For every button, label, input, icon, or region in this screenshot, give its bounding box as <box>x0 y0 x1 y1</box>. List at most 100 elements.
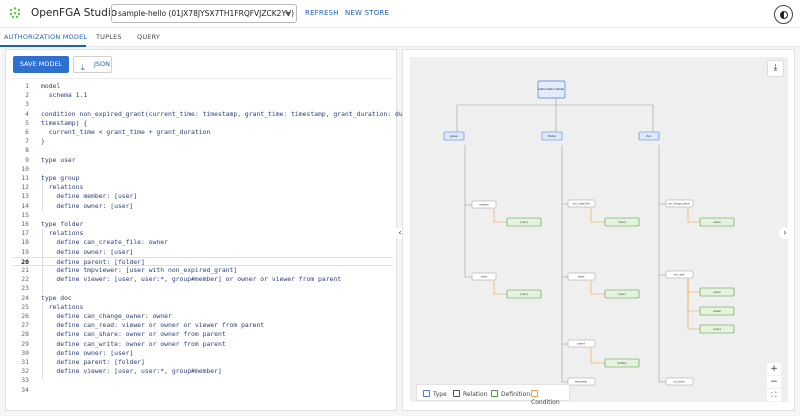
code-text: define owner: [user] <box>41 247 134 256</box>
download-graph-button[interactable]: ⤓ <box>767 60 784 77</box>
root-node[interactable] <box>537 80 566 99</box>
zoom-out-button[interactable]: − <box>767 376 781 388</box>
code-line[interactable]: 33 <box>13 376 393 385</box>
line-number: 7 <box>25 137 29 146</box>
line-number: 12 <box>21 183 29 192</box>
code-line[interactable]: 21 define tmpviewer: [user with non_expi… <box>13 266 393 275</box>
expand-graph-button[interactable]: › <box>779 227 791 239</box>
code-line[interactable]: 3 <box>13 100 393 109</box>
definition-node-label: viewer <box>713 310 721 313</box>
code-line[interactable]: 7} <box>13 137 393 146</box>
definition-node[interactable] <box>699 324 735 334</box>
line-number: 21 <box>21 266 29 274</box>
definition-node[interactable] <box>506 289 542 299</box>
fit-view-button[interactable]: ⛶ <box>767 389 781 401</box>
code-line[interactable]: 2 schema 1.1 <box>13 91 393 100</box>
relation-node-label: can_read <box>674 274 685 277</box>
chevron-left-icon: ‹ <box>398 228 402 237</box>
relation-node[interactable] <box>471 200 497 209</box>
chevron-down-icon <box>285 12 291 16</box>
relation-node[interactable] <box>665 199 694 208</box>
relation-node-label: parent <box>577 343 585 346</box>
theme-toggle-button[interactable] <box>774 5 793 24</box>
code-line[interactable]: 6 current_time < grant_time + grant_dura… <box>13 128 393 137</box>
store-select-value: sample-hello (01JX78JYSX7TH1FRQFVJZCK2YV… <box>118 9 295 18</box>
code-line[interactable]: 12 relations <box>13 183 393 192</box>
definition-node[interactable] <box>506 217 542 227</box>
code-line[interactable]: 26 define can_change_owner: owner <box>13 312 393 321</box>
code-text: type group <box>41 174 80 182</box>
code-line[interactable]: 18 define can_create_file: owner <box>13 238 393 247</box>
code-line[interactable]: 32 define viewer: [user, user:*, group#m… <box>13 367 393 376</box>
store-select[interactable]: sample-hello (01JX78JYSX7TH1FRQFVJZCK2YV… <box>111 4 297 23</box>
code-line[interactable]: 23 <box>13 284 393 293</box>
zoom-in-button[interactable]: + <box>767 363 781 375</box>
definition-node[interactable] <box>699 306 735 316</box>
tab-bar: AUTHORIZATION MODEL TUPLES QUERY <box>0 28 800 47</box>
code-line[interactable]: 34 <box>13 386 393 395</box>
new-store-button[interactable]: NEW STORE <box>345 9 390 17</box>
relation-node[interactable] <box>665 270 694 279</box>
definition-node[interactable] <box>699 217 735 227</box>
graph-svg: Authorization Model group folder doc <box>443 80 735 386</box>
code-line[interactable]: 27 define can_read: viewer or owner or v… <box>13 321 393 330</box>
code-text: define can_create_file: owner <box>41 238 168 247</box>
code-line[interactable]: 20 define parent: [folder] <box>13 256 393 266</box>
line-number: 3 <box>25 100 29 109</box>
relation-node[interactable] <box>471 272 497 281</box>
relation-node[interactable] <box>567 377 596 386</box>
code-line[interactable]: 11 type group <box>13 174 393 183</box>
definition-node[interactable] <box>604 358 640 368</box>
line-number: 30 <box>21 348 29 357</box>
code-text: define parent: [folder] <box>41 358 145 366</box>
tab-query[interactable]: QUERY <box>137 33 161 41</box>
code-line[interactable]: 14 define owner: [user] <box>13 202 393 211</box>
save-model-button[interactable]: SAVE MODEL <box>13 56 69 73</box>
code-text: define tmpviewer: [user with non_expired… <box>41 266 238 274</box>
relation-node[interactable] <box>567 199 596 208</box>
code-line[interactable]: 10 <box>13 165 393 174</box>
tab-tuples[interactable]: TUPLES <box>96 33 122 41</box>
refresh-button[interactable]: REFRESH <box>305 9 339 17</box>
code-line[interactable]: 19 define owner: [user] <box>13 248 393 257</box>
code-line[interactable]: 13 define member: [user] <box>13 192 393 201</box>
code-text: schema 1.1 <box>41 91 88 100</box>
code-line[interactable]: 8 <box>13 146 393 155</box>
legend-swatch-condition <box>531 390 538 397</box>
code-line[interactable]: 29 define can_write: owner or owner from… <box>13 340 393 349</box>
type-node-folder[interactable] <box>541 131 563 141</box>
definition-node[interactable] <box>699 287 735 297</box>
line-number: 11 <box>21 174 29 182</box>
line-number: 20 <box>21 257 29 266</box>
graph-canvas[interactable]: Authorization Model group folder doc <box>410 57 788 402</box>
definition-node[interactable] <box>604 217 640 227</box>
relation-node[interactable] <box>665 377 694 386</box>
code-line[interactable]: 28 define can_share: owner or owner from… <box>13 330 393 339</box>
code-text: define owner: [user] <box>41 201 134 210</box>
type-node-group[interactable] <box>443 131 465 141</box>
definition-node[interactable] <box>604 289 640 299</box>
code-line[interactable]: 31 define parent: [folder] <box>13 358 393 367</box>
definition-node-label: [user] <box>618 293 625 296</box>
relation-node-label: can_share <box>673 381 685 384</box>
code-line[interactable]: 15 <box>13 211 393 220</box>
code-line[interactable]: 22 define viewer: [user, user:*, group#m… <box>13 275 393 284</box>
tab-authorization-model[interactable]: AUTHORIZATION MODEL <box>4 33 88 41</box>
relation-node-label: owner <box>480 276 487 279</box>
json-download-button[interactable]: ⤓ JSON <box>73 56 112 73</box>
openfga-logo-icon <box>9 7 21 19</box>
relation-node[interactable] <box>567 339 596 348</box>
code-line[interactable]: 25 relations <box>13 303 393 312</box>
code-line[interactable]: 17 relations <box>13 229 393 238</box>
type-node-doc[interactable] <box>638 131 660 141</box>
code-line[interactable]: 30 define owner: [user] <box>13 349 393 358</box>
relation-node[interactable] <box>567 272 596 281</box>
legend-label: Definition <box>501 391 531 398</box>
